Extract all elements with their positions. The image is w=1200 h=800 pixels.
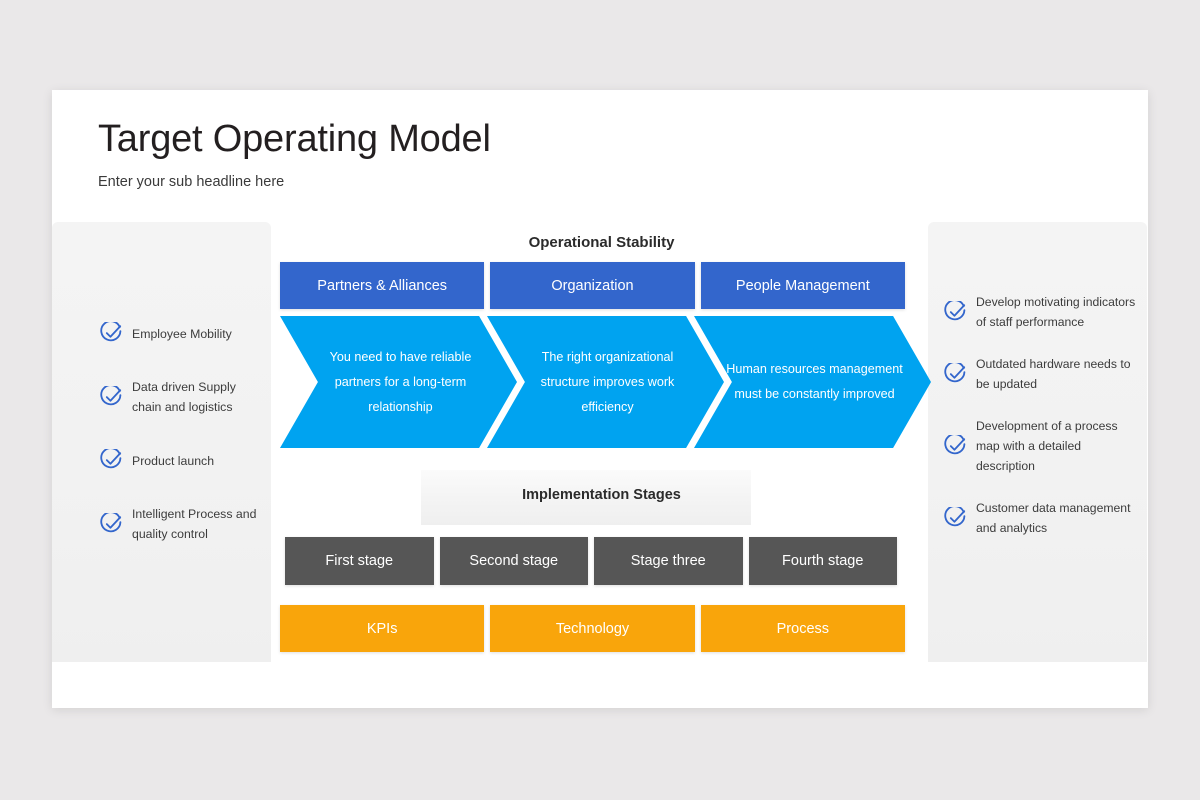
pillar-header-partners[interactable]: Partners & Alliances xyxy=(280,262,485,309)
check-circle-icon xyxy=(100,385,122,405)
operating-model-diagram: Operational Stability Partners & Allianc… xyxy=(275,222,931,662)
list-item[interactable]: Data driven Supply chain and logistics xyxy=(100,377,257,417)
enabler-kpis[interactable]: KPIs xyxy=(280,605,485,652)
page-subtitle: Enter your sub headline here xyxy=(98,173,285,190)
list-item[interactable]: Product launch xyxy=(100,449,257,472)
check-circle-icon xyxy=(944,506,966,526)
check-circle-icon xyxy=(100,512,122,532)
right-recommendations-panel: Develop motivating indicators of staff p… xyxy=(928,222,1147,662)
pillar-header-people-management[interactable]: People Management xyxy=(700,262,905,309)
list-item-label: Development of a process map with a deta… xyxy=(976,419,1118,473)
check-circle-icon xyxy=(944,434,966,454)
pillar-description-people-management[interactable]: Human resources management must be const… xyxy=(694,316,931,448)
check-circle-icon xyxy=(944,362,966,382)
stage-box-first[interactable]: First stage xyxy=(285,537,434,585)
list-item[interactable]: Outdated hardware needs to be updated xyxy=(944,354,1141,394)
pillar-header-organization[interactable]: Organization xyxy=(490,262,695,309)
list-item-label: Outdated hardware needs to be updated xyxy=(976,357,1131,391)
list-item[interactable]: Customer data management and analytics xyxy=(944,498,1141,538)
implementation-stages-band xyxy=(421,470,751,525)
enabler-row: KPIs Technology Process xyxy=(280,605,905,652)
check-circle-icon xyxy=(100,449,122,469)
pillar-description-partners[interactable]: You need to have reliable partners for a… xyxy=(280,316,517,448)
enabler-technology[interactable]: Technology xyxy=(490,605,695,652)
left-benefits-panel: Employee Mobility Data driven Supply cha… xyxy=(52,222,271,662)
list-item[interactable]: Development of a process map with a deta… xyxy=(944,416,1141,476)
right-panel-list: Develop motivating indicators of staff p… xyxy=(928,292,1147,538)
left-panel-list: Employee Mobility Data driven Supply cha… xyxy=(52,322,271,544)
check-circle-icon xyxy=(100,322,122,342)
pillar-header-row: Partners & Alliances Organization People… xyxy=(280,262,905,309)
list-item-label: Data driven Supply chain and logistics xyxy=(132,380,236,414)
list-item-label: Employee Mobility xyxy=(132,326,232,341)
slide-canvas: Target Operating Model Enter your sub he… xyxy=(52,90,1148,708)
pillar-description-row: You need to have reliable partners for a… xyxy=(280,316,931,448)
stage-box-three[interactable]: Stage three xyxy=(594,537,743,585)
list-item-label: Product launch xyxy=(132,453,215,468)
list-item-label: Develop motivating indicators of staff p… xyxy=(976,295,1136,329)
stage-box-second[interactable]: Second stage xyxy=(439,537,588,585)
check-circle-icon xyxy=(944,300,966,320)
slide-header: Target Operating Model Enter your sub he… xyxy=(98,118,798,190)
page-title: Target Operating Model xyxy=(98,118,491,160)
list-item-label: Intelligent Process and quality control xyxy=(132,507,257,541)
stage-row: First stage Second stage Stage three Fou… xyxy=(285,537,897,585)
list-item-label: Customer data management and analytics xyxy=(976,501,1131,535)
list-item[interactable]: Employee Mobility xyxy=(100,322,257,345)
implementation-stages-title: Implementation Stages xyxy=(522,487,681,503)
operational-stability-title: Operational Stability xyxy=(528,234,675,251)
pillar-description-organization[interactable]: The right organizational structure impro… xyxy=(487,316,724,448)
stage-box-fourth[interactable]: Fourth stage xyxy=(748,537,897,585)
list-item[interactable]: Intelligent Process and quality control xyxy=(100,504,257,544)
enabler-process[interactable]: Process xyxy=(700,605,905,652)
list-item[interactable]: Develop motivating indicators of staff p… xyxy=(944,292,1141,332)
